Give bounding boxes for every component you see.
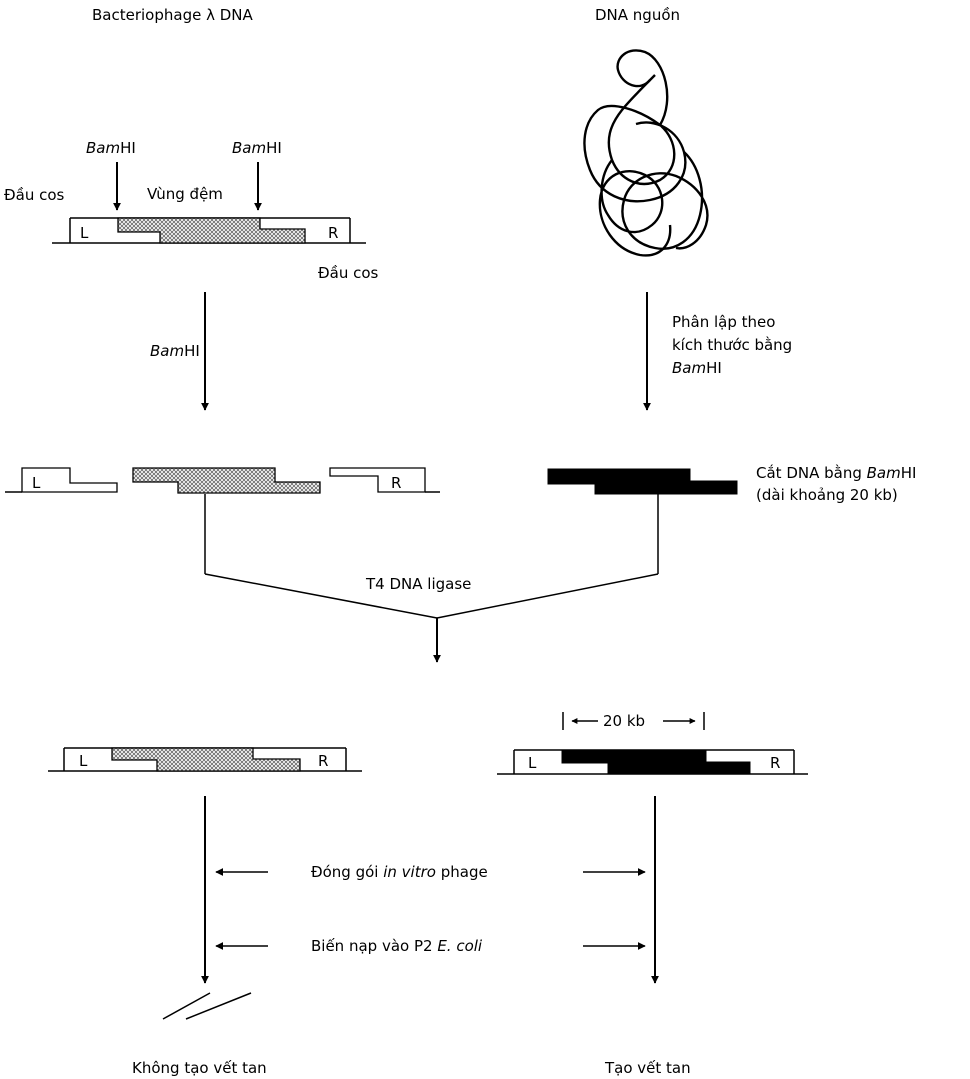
plaque-label: Tạo vết tan <box>604 1059 691 1077</box>
source-dna-coil <box>584 50 707 255</box>
stuffer-fragment <box>118 218 305 243</box>
blocked-pathway-mark <box>163 993 251 1019</box>
religated-left-label: L <box>79 752 88 770</box>
bamhi-label-right: BamHI <box>232 139 282 157</box>
source-dna-title: DNA nguồn <box>595 6 680 24</box>
religated-right-label: R <box>318 752 328 770</box>
recombinant-left-label: L <box>528 754 537 772</box>
right-arm-fragment-label: R <box>391 474 401 492</box>
cos-end-left-label: Đầu cos <box>4 186 65 204</box>
religated-vector: L R <box>48 748 362 771</box>
bamhi-digest-label: BamHI <box>150 342 200 360</box>
size-selection-label: Phân lập theo <box>672 313 775 331</box>
right-arm-label: R <box>328 224 338 242</box>
recombinant-vector: L R <box>497 750 808 774</box>
source-dna-fragment <box>548 469 737 494</box>
left-arm-label: L <box>80 224 89 242</box>
lambda-dna-title: Bacteriophage λ DNA <box>92 6 254 24</box>
left-arm-fragment-label: L <box>32 474 41 492</box>
cos-end-right-label: Đầu cos <box>318 264 379 282</box>
transform-label: Biến nạp vào P2 E. coli <box>311 937 483 955</box>
left-arm-fragment: L <box>5 468 117 492</box>
ligase-label: T4 DNA ligase <box>365 575 471 593</box>
size-selection-label-2: kích thước bằng <box>672 336 792 354</box>
cut-dna-size-label: (dài khoảng 20 kb) <box>756 486 898 504</box>
insert-size-label: 20 kb <box>603 712 645 730</box>
right-arm-fragment: R <box>330 468 440 492</box>
stuffer-label: Vùng đệm <box>147 185 223 203</box>
recombinant-right-label: R <box>770 754 780 772</box>
no-plaque-label: Không tạo vết tan <box>132 1059 267 1077</box>
stuffer-digested <box>133 468 320 493</box>
packaging-label: Đóng gói in vitro phage <box>311 863 488 881</box>
size-selection-label-3: BamHI <box>672 359 722 377</box>
cut-dna-label: Cắt DNA bằng BamHI <box>756 464 916 482</box>
lambda-vector-intact: BamHI BamHI Đầu cos Vùng đệm L R Đầu cos <box>4 139 379 282</box>
bamhi-label-left: BamHI <box>86 139 136 157</box>
